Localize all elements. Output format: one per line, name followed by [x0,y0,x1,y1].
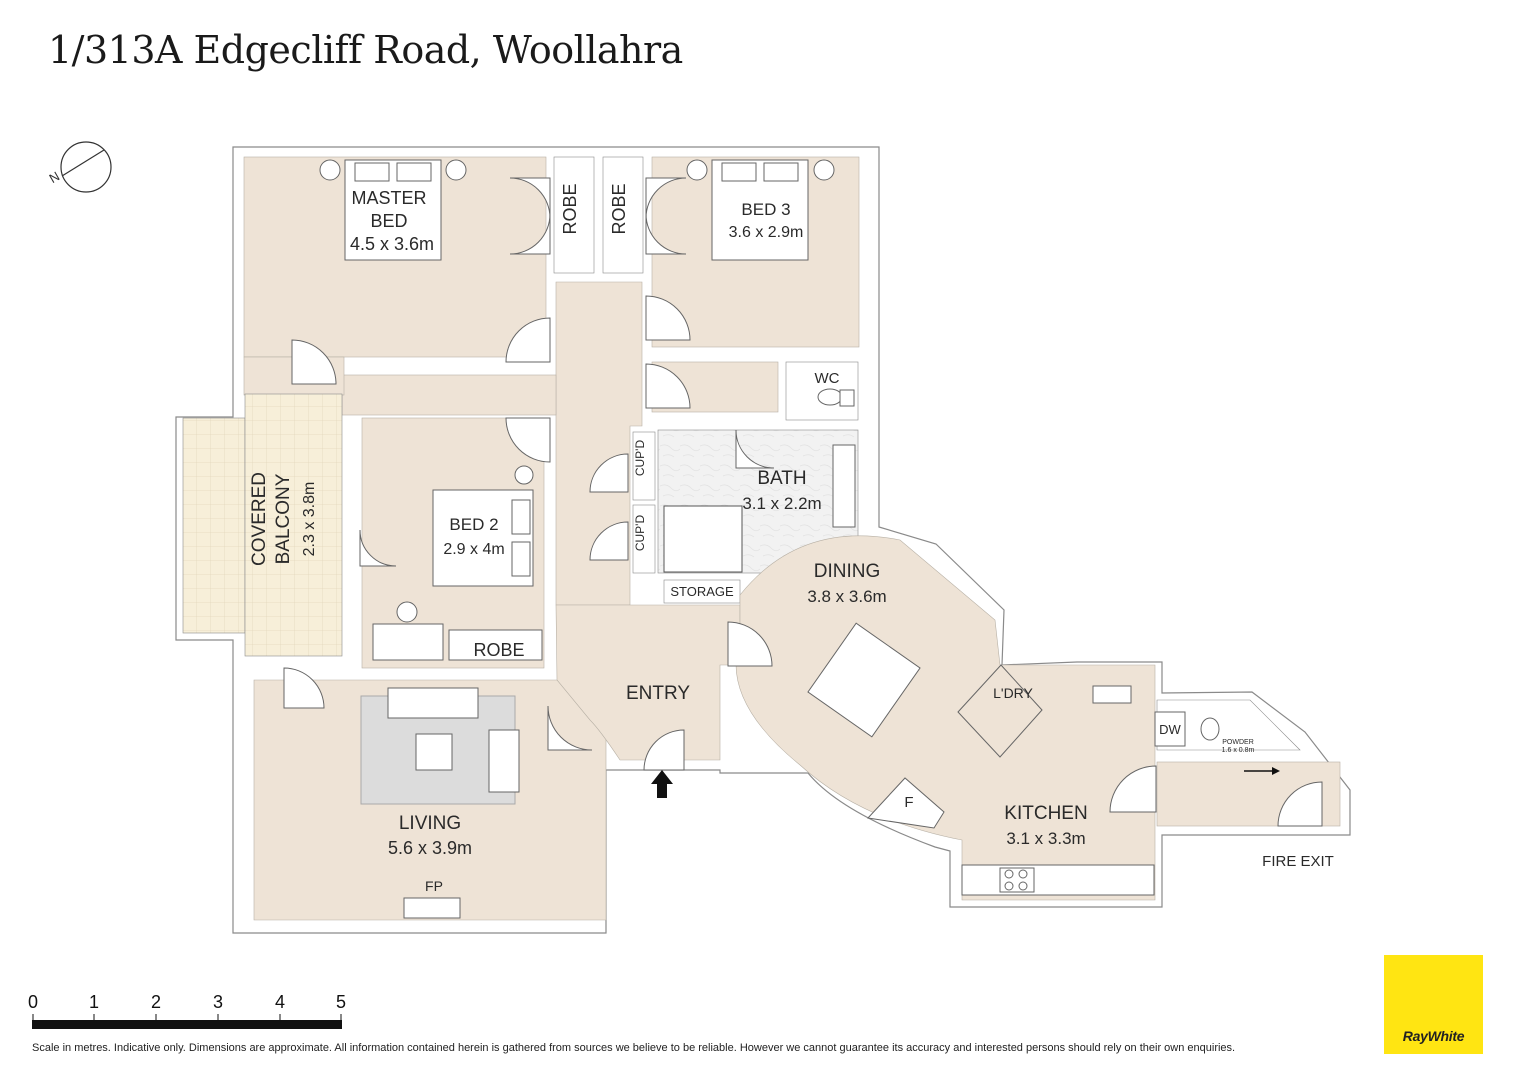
dining-name: DINING [814,561,881,582]
master-bed-name-1: MASTER [351,188,426,208]
room-floors [182,156,1341,921]
master-bed-name-2: BED [370,211,407,231]
robe-2-label: ROBE [609,183,629,234]
kitchen-size: 3.1 x 3.3m [1006,829,1085,848]
fixtures [319,159,1220,919]
door-swings [283,177,1323,827]
floor-plan: N [28,141,1351,1029]
bath-name: BATH [757,468,806,489]
compass-icon: N [47,141,112,193]
balcony-size: 2.3 x 3.8m [301,482,318,557]
bed-3-name: BED 3 [741,200,790,219]
kitchen-name: KITCHEN [1004,803,1087,824]
fridge-label: F [904,794,913,811]
page-title: 1/313A Edgecliff Road, Woollahra [48,28,683,72]
entry-arrow-icon [651,770,673,798]
living-furniture [360,687,520,805]
living-name: LIVING [399,813,461,834]
scale-tick-1: 1 [89,992,99,1012]
dining-size: 3.8 x 3.6m [807,587,886,606]
scale-tick-2: 2 [151,992,161,1012]
balcony-name-2: BALCONY [273,473,294,564]
bath-size: 3.1 x 2.2m [742,494,821,513]
compass-label: N [47,168,63,186]
disclaimer-text: Scale in metres. Indicative only. Dimens… [32,1042,1236,1054]
dw-label: DW [1159,722,1181,737]
scale-tick-0: 0 [28,992,38,1012]
fire-exit-label: FIRE EXIT [1262,853,1334,870]
wc-label: WC [815,370,840,387]
living-size: 5.6 x 3.9m [388,838,472,858]
cupd-1-label: CUP'D [633,440,647,477]
master-bed-size: 4.5 x 3.6m [350,234,434,254]
bed-2-size: 2.9 x 4m [443,541,504,558]
entry-label: ENTRY [626,683,690,704]
raywhite-logo: RayWhite [1384,955,1483,1054]
bed-2-name: BED 2 [449,515,498,534]
powder-name: POWDER [1222,739,1254,746]
storage-label: STORAGE [670,584,734,599]
brand-name: RayWhite [1402,1028,1465,1044]
exit-arrow-icon [1244,767,1280,775]
room-labels: MASTER BED 4.5 x 3.6m ROBE ROBE BED 3 3.… [249,183,1334,894]
bed-3-size: 3.6 x 2.9m [729,224,804,241]
powder-size: 1.6 x 0.8m [1222,747,1255,754]
robe-1-label: ROBE [560,183,580,234]
laundry-label: L'DRY [993,685,1033,701]
fireplace-label: FP [425,878,443,894]
scale-tick-4: 4 [275,992,285,1012]
scale-tick-3: 3 [213,992,223,1012]
balcony-name-1: COVERED [249,472,270,566]
scale-bar: 0 1 2 3 4 5 [28,992,346,1029]
cupd-2-label: CUP'D [633,515,647,552]
scale-tick-5: 5 [336,992,346,1012]
robe-3-label: ROBE [473,640,524,660]
